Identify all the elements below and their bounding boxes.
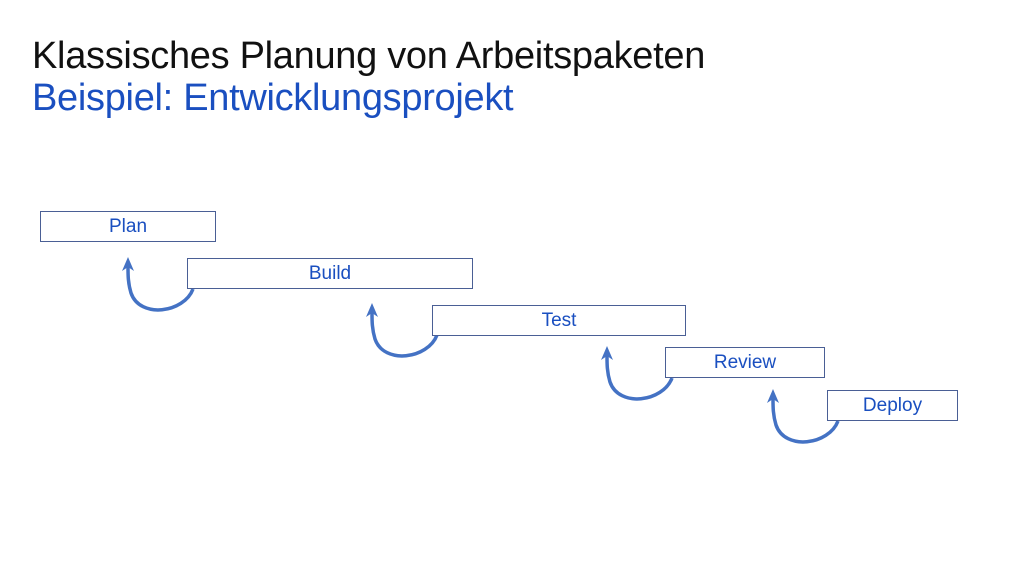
phase-box-review: Review [665, 347, 825, 378]
feedback-arrow-deploy-to-review [767, 389, 840, 444]
phase-box-plan: Plan [40, 211, 216, 242]
phase-label: Plan [108, 215, 148, 237]
feedback-arrow-review-to-test [601, 346, 674, 401]
phase-label: Test [541, 309, 577, 331]
phase-label: Build [308, 262, 352, 284]
phase-label: Review [713, 351, 777, 373]
phase-box-deploy: Deploy [827, 390, 958, 421]
feedback-arrow-build-to-plan [122, 257, 195, 312]
phase-box-test: Test [432, 305, 686, 336]
slide-title: Klassisches Planung von Arbeitspaketen [32, 35, 706, 77]
phase-label: Deploy [862, 394, 923, 416]
phase-box-build: Build [187, 258, 473, 289]
slide-subtitle: Beispiel: Entwicklungsprojekt [32, 77, 514, 119]
feedback-arrow-test-to-build [366, 303, 439, 358]
